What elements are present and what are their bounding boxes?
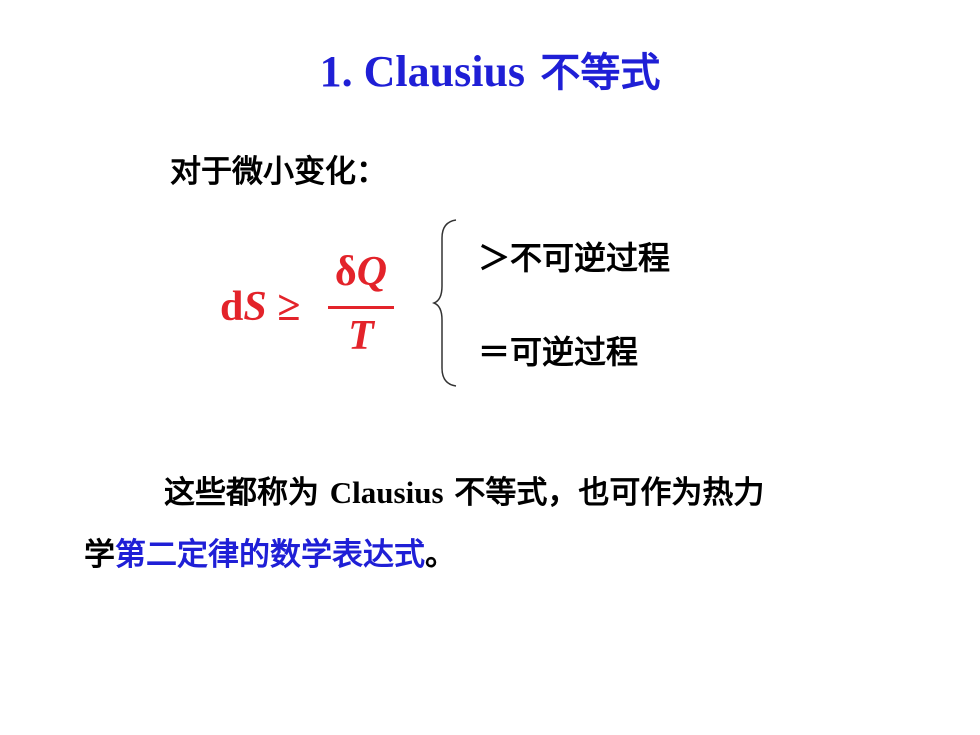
left-brace-icon <box>432 219 457 387</box>
intro-text: 对于微小变化： <box>170 154 387 190</box>
paragraph-part3: 不等式，也可作为热力 <box>443 475 765 511</box>
title-cjk: 不等式 <box>540 50 661 96</box>
paragraph-clausius: Clausius <box>329 475 444 510</box>
formula-lhs: dS ≥ <box>220 282 300 332</box>
case-reversible: ＝可逆过程 <box>478 333 639 371</box>
paragraph-prefix: 学 <box>84 537 115 573</box>
formula-Q: Q <box>356 249 388 295</box>
fraction-bar <box>328 306 394 309</box>
formula-delta: δ <box>334 249 357 295</box>
summary-paragraph: 这些都称为 Clausius 不等式，也可作为热力 学第二定律的数学表达式。 <box>84 462 944 586</box>
paragraph-line-1: 这些都称为 Clausius 不等式，也可作为热力 <box>84 462 944 524</box>
formula-denominator: T <box>348 313 374 359</box>
formula-numerator: δQ <box>328 248 394 296</box>
slide-title: 1. Clausius 不等式 <box>0 42 980 103</box>
clausius-formula: dS ≥ δQ T <box>220 248 400 368</box>
paragraph-suffix: 。 <box>425 537 456 573</box>
formula-S: S <box>243 284 267 330</box>
paragraph-line-2: 学第二定律的数学表达式。 <box>84 524 944 586</box>
formula-d: d <box>220 284 244 330</box>
case-irreversible: ＞不可逆过程 <box>478 239 671 277</box>
paragraph-highlight: 第二定律的数学表达式 <box>115 537 425 573</box>
title-latin: 1. Clausius <box>319 47 526 96</box>
paragraph-part1: 这些都称为 <box>164 475 330 511</box>
formula-relation: ≥ <box>266 284 301 330</box>
